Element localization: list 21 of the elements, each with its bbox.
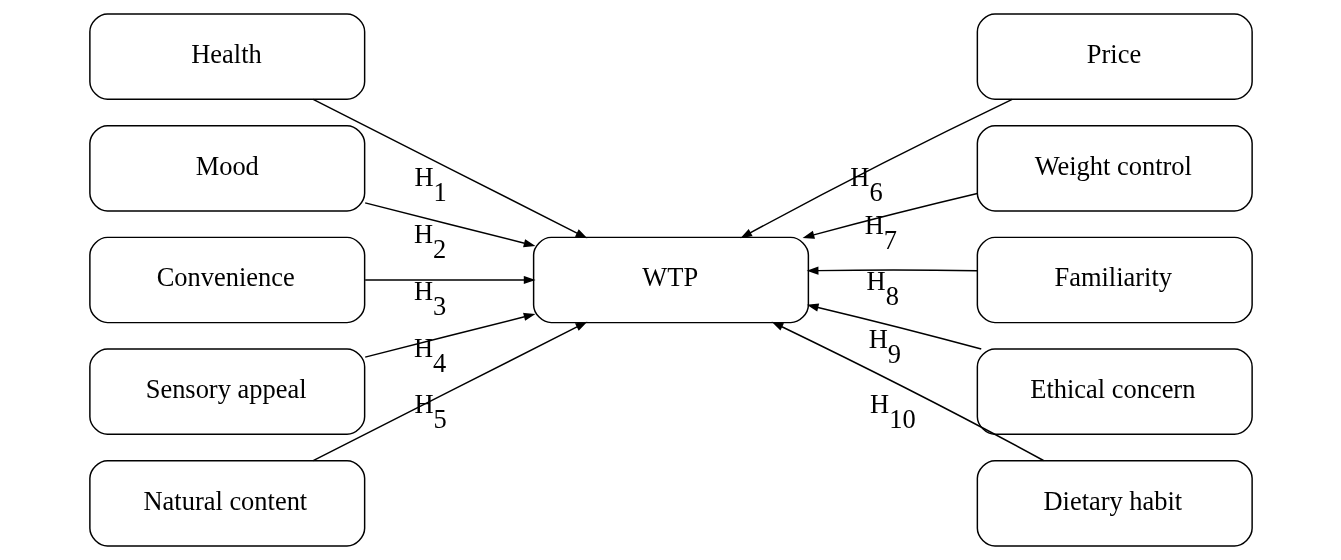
arrow: [363, 275, 536, 285]
node-box: Convenience: [88, 236, 365, 324]
node-box: WTP: [532, 236, 809, 324]
node-box: Sensory appeal: [88, 348, 365, 435]
arrow: [806, 266, 978, 275]
arrow: [363, 202, 535, 248]
arrow: [311, 321, 587, 462]
arrow: [802, 192, 978, 239]
node-box: Health: [88, 13, 365, 100]
arrow: [311, 98, 587, 239]
node-box: Weight control: [976, 125, 1253, 212]
node-box: Mood: [88, 125, 365, 212]
arrow: [771, 321, 1044, 462]
node-box: Dietary habit: [976, 460, 1253, 547]
arrow: [363, 312, 535, 358]
arrow: [806, 303, 982, 350]
arrow: [739, 98, 1013, 239]
node-box: Familiarity: [976, 236, 1253, 324]
node-box: Ethical concern: [976, 348, 1253, 435]
node-box: Natural content: [88, 460, 365, 547]
node-box: Price: [976, 13, 1253, 100]
